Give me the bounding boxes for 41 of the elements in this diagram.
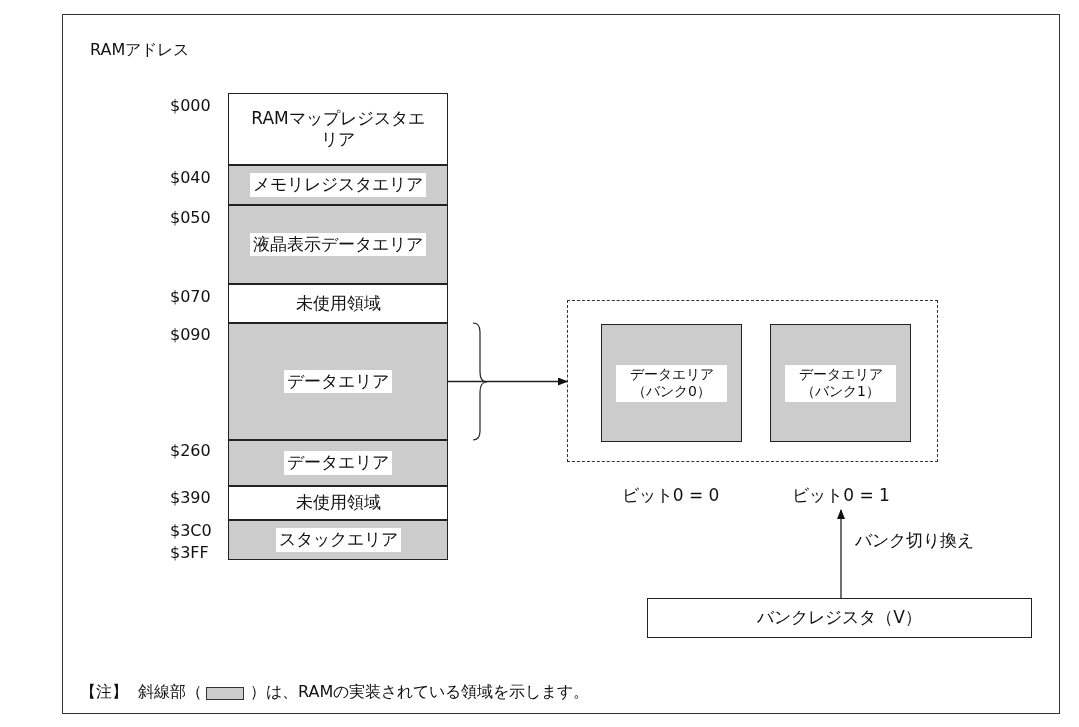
memory-region: [228, 205, 448, 284]
memory-region: [228, 486, 448, 520]
note-text: ）は、RAMの実装されている領域を示します。: [250, 682, 590, 703]
region-label: 未使用領域: [294, 491, 382, 515]
address-label: $000: [170, 96, 211, 115]
region-label: データエリア: [284, 451, 392, 475]
region-label: データエリア（バンク0）: [616, 364, 727, 402]
memory-region: [228, 323, 448, 440]
region-label: 未使用領域: [294, 291, 382, 315]
address-label: $090: [170, 325, 211, 344]
address-label: $050: [170, 208, 211, 227]
region-label: データエリア: [284, 369, 392, 394]
note-text: 斜線部（: [138, 682, 202, 703]
arrow: [447, 377, 568, 386]
region-label: データエリア（バンク1）: [785, 364, 896, 402]
axis-title: RAMアドレス: [90, 40, 190, 61]
register-box: [647, 598, 1032, 638]
region-label: バンクレジスタ（V）: [756, 606, 923, 630]
address-label: $3FF: [170, 543, 209, 562]
address-label: $3C0: [170, 521, 212, 540]
bank-box: [601, 324, 742, 442]
bank-box: [770, 324, 911, 442]
region-label: RAMマップレジスタエリア: [250, 106, 426, 151]
address-label: $070: [170, 287, 211, 306]
note-label: 【注】: [80, 682, 128, 703]
memory-region: [228, 284, 448, 323]
bit-label: ビット0 = 1: [791, 484, 891, 508]
edge-label: バンク切り換え: [855, 529, 974, 552]
memory-region: [228, 93, 448, 165]
address-label: $390: [170, 488, 211, 507]
address-label: $260: [170, 441, 211, 460]
region-label: スタックエリア: [275, 528, 401, 552]
bit-label: ビット0 = 0: [620, 484, 721, 508]
region-label: 液晶表示データエリア: [250, 232, 426, 257]
arrow: [837, 509, 845, 599]
region-label: メモリレジスタエリア: [250, 173, 426, 197]
memory-region: [228, 440, 448, 486]
memory-region: [228, 520, 448, 560]
memory-region: [228, 165, 448, 205]
address-label: $040: [170, 168, 211, 187]
dashed-group-box: [567, 300, 938, 462]
